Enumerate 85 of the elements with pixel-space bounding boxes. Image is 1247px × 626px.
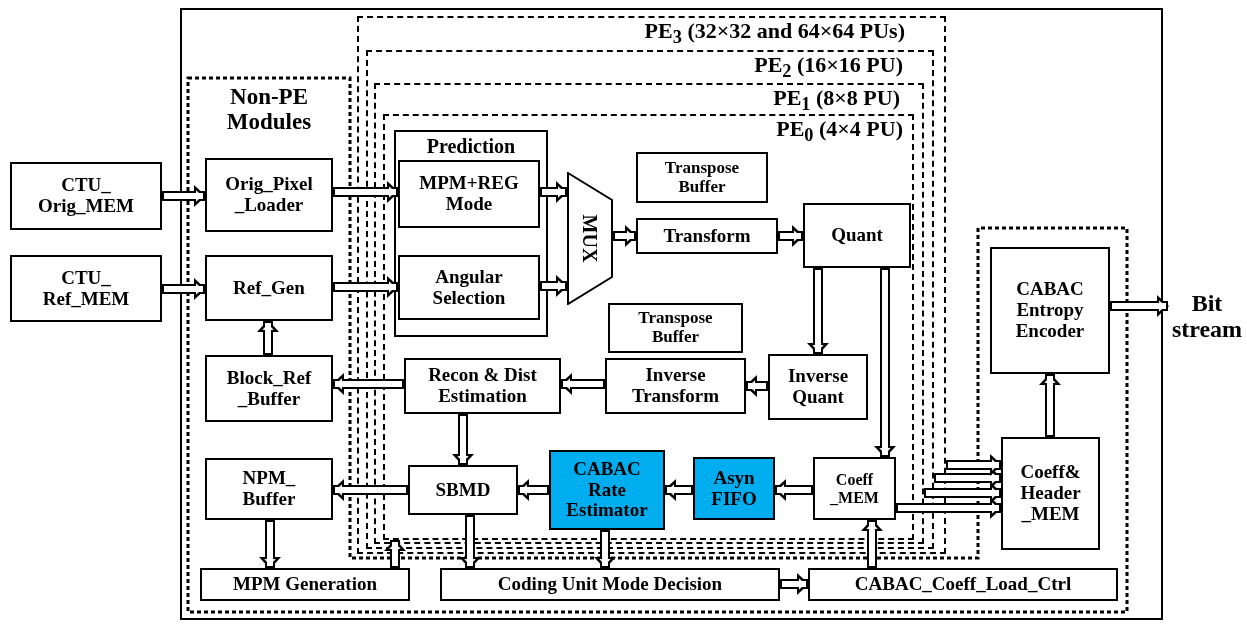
process-block — [808, 568, 1118, 601]
pe-title: PE$_{3}$ (32×32 and 64×64 PUs) — [644, 19, 905, 48]
block-label: Block_Ref _Buffer — [225, 367, 313, 410]
module-boundary — [394, 130, 548, 337]
block-arrow — [333, 276, 399, 298]
block-arrow — [1039, 373, 1061, 437]
output-label: Bit stream — [1170, 289, 1244, 343]
process-block — [398, 255, 540, 320]
block-label: Transpose Buffer — [637, 309, 714, 347]
process-block — [408, 465, 518, 515]
block-label: CABAC Rate Estimator — [565, 458, 649, 522]
block-label: Quant — [831, 225, 883, 246]
block-arrow — [807, 268, 829, 355]
block-arrow — [613, 225, 637, 247]
block-arrow — [774, 479, 813, 501]
process-block — [990, 247, 1110, 374]
process-block — [10, 255, 162, 322]
block-arrow — [162, 278, 206, 300]
block-arrow — [780, 573, 809, 595]
block-label: Coeff _MEM — [829, 470, 880, 507]
block-arrow — [384, 539, 406, 568]
block-arrow — [540, 181, 568, 203]
block-label: Coeff& Header _MEM — [1019, 462, 1082, 525]
block-arrow — [861, 519, 883, 568]
process-block — [1001, 437, 1100, 550]
block-label: CTU_ Orig_MEM — [37, 175, 135, 217]
block-label: MPM Generation — [232, 574, 377, 595]
module-title: Prediction — [425, 135, 517, 157]
block-arrow — [162, 185, 206, 207]
pe-title: PE$_{2}$ (16×16 PU) — [754, 53, 903, 82]
block-label: Transform — [663, 225, 751, 247]
chip-boundary — [180, 8, 1163, 620]
process-block — [768, 354, 868, 420]
block-label: CTU_ Ref_MEM — [41, 267, 131, 310]
block-label: Ref_Gen — [233, 277, 305, 299]
block-label: Inverse Quant — [786, 366, 850, 408]
block-arrow — [874, 268, 896, 458]
block-label: Inverse Transform — [630, 365, 721, 407]
process-block — [693, 457, 775, 520]
block-label: CABAC_Coeff_Load_Ctrl — [854, 574, 1072, 595]
block-label: Transpose Buffer — [663, 158, 741, 197]
block-arrow — [333, 181, 399, 203]
pe-title: PE$_{0}$ (4×4 PU) — [776, 117, 903, 146]
block-label: Recon & Dist Estimation — [427, 365, 538, 407]
process-block — [440, 568, 780, 601]
process-block — [803, 203, 911, 268]
block-arrow — [257, 320, 279, 355]
block-arrow — [560, 373, 605, 395]
block-arrow — [259, 520, 281, 569]
process-block — [813, 457, 896, 520]
block-label: MUX — [578, 214, 602, 263]
block-label: Asyn FIFO — [710, 467, 758, 510]
process-block — [549, 450, 665, 530]
block-label: SBMD — [435, 479, 491, 501]
block-arrow — [745, 375, 768, 397]
process-block — [205, 255, 333, 321]
process-block — [404, 358, 561, 414]
block-arrow — [452, 414, 474, 466]
process-block — [205, 458, 333, 520]
process-block — [398, 160, 540, 228]
block-label: Coding Unit Mode Decision — [497, 574, 723, 595]
block-arrow — [664, 479, 693, 501]
block-arrow — [540, 275, 568, 297]
block-label: MPM+REG Mode — [418, 173, 520, 215]
module-title: Non-PE Modules — [225, 84, 313, 135]
block-arrow — [332, 373, 404, 395]
block-arrow — [1110, 295, 1169, 317]
block-arrow — [517, 479, 549, 501]
pe-title: PE$_{1}$ (8×8 PU) — [773, 86, 900, 115]
process-block — [608, 303, 743, 353]
block-label: CABAC Entropy Encoder — [1014, 279, 1086, 342]
process-block — [636, 152, 768, 203]
block-label: Orig_Pixel _Loader — [224, 174, 314, 216]
process-block — [605, 358, 746, 414]
block-arrow — [459, 515, 481, 569]
block-arrow — [594, 530, 616, 569]
process-block — [200, 568, 410, 601]
block-label: NPM_ Buffer — [241, 468, 297, 510]
block-arrow — [778, 225, 804, 247]
process-block — [10, 162, 162, 230]
block-arrow — [332, 479, 408, 501]
process-block — [636, 218, 778, 254]
process-block — [205, 355, 333, 422]
block-label: Angular Selection — [431, 266, 507, 309]
process-block — [205, 158, 333, 232]
